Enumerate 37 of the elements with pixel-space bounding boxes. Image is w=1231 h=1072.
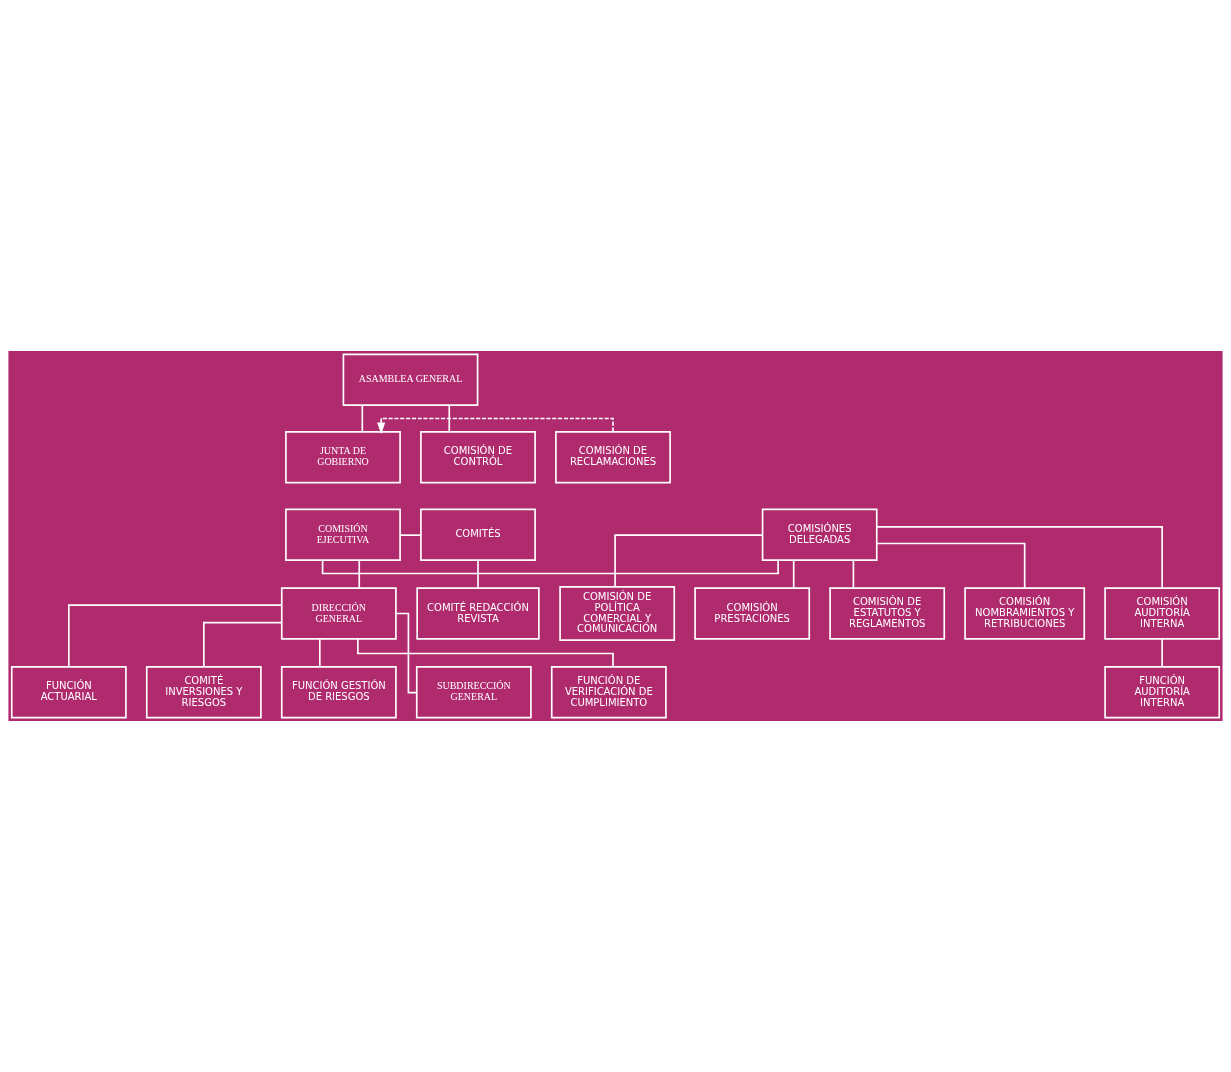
node-box: COMITÉ REDACCIÓN REVISTA — [416, 587, 540, 640]
node-box: SUBDIRECCIÓN GENERAL — [415, 666, 532, 719]
node-box: COMITÉS — [420, 508, 536, 561]
connector — [361, 404, 364, 433]
connector — [1161, 638, 1163, 668]
node-box: ASAMBLEA GENERAL — [342, 353, 479, 406]
node-box: COMISIÓN AUDITORÍA INTERNA — [1104, 587, 1221, 640]
connector — [876, 526, 1163, 589]
node-box: COMITÉ INVERSIONES Y RIESGOS — [145, 666, 262, 719]
node-box: COMISIÓNES DELEGADAS — [761, 508, 878, 561]
connector — [852, 559, 855, 589]
connector — [792, 559, 795, 589]
connector — [358, 559, 361, 589]
connector — [614, 534, 764, 588]
connector — [395, 612, 418, 694]
connector — [875, 542, 1026, 589]
node-box: COMISIÓN NOMBRAMIENTOS Y RETRIBUCIONES — [964, 587, 1086, 640]
node-box: COMISIÓN PRESTACIONES — [694, 587, 811, 640]
node-box: COMISIÓN DE CONTRÓL — [420, 431, 536, 484]
connector — [68, 604, 283, 668]
node-box: FUNCIÓN AUDITORÍA INTERNA — [1104, 666, 1221, 719]
node-box: COMISIÓN DE POLÍTICA COMERCIAL Y COMUNICACIÓN — [559, 586, 676, 641]
connector — [203, 621, 283, 668]
node-box: COMISIÓN DE ESTATUTOS Y REGLAMENTOS — [829, 587, 946, 640]
connector — [357, 638, 614, 668]
connector — [318, 638, 321, 668]
connector — [399, 534, 422, 536]
connector — [477, 559, 479, 589]
connector — [321, 559, 779, 575]
node-box: COMISIÓN EJECUTIVA — [285, 508, 401, 561]
node-box: FUNCIÓN DE VERIFICACIÓN DE CUMPLIMIENTO — [550, 666, 667, 719]
node-box: FUNCIÓN ACTUARIAL — [10, 666, 127, 719]
node-box: FUNCIÓN GESTIÓN DE RIESGOS — [280, 666, 397, 719]
node-box: COMISIÓN DE RECLAMACIONES — [555, 431, 671, 484]
node-box: DIRECCIÓN GENERAL — [280, 587, 397, 640]
node-box: JUNTA DE GOBIERNO — [285, 431, 401, 484]
connector — [448, 404, 451, 433]
